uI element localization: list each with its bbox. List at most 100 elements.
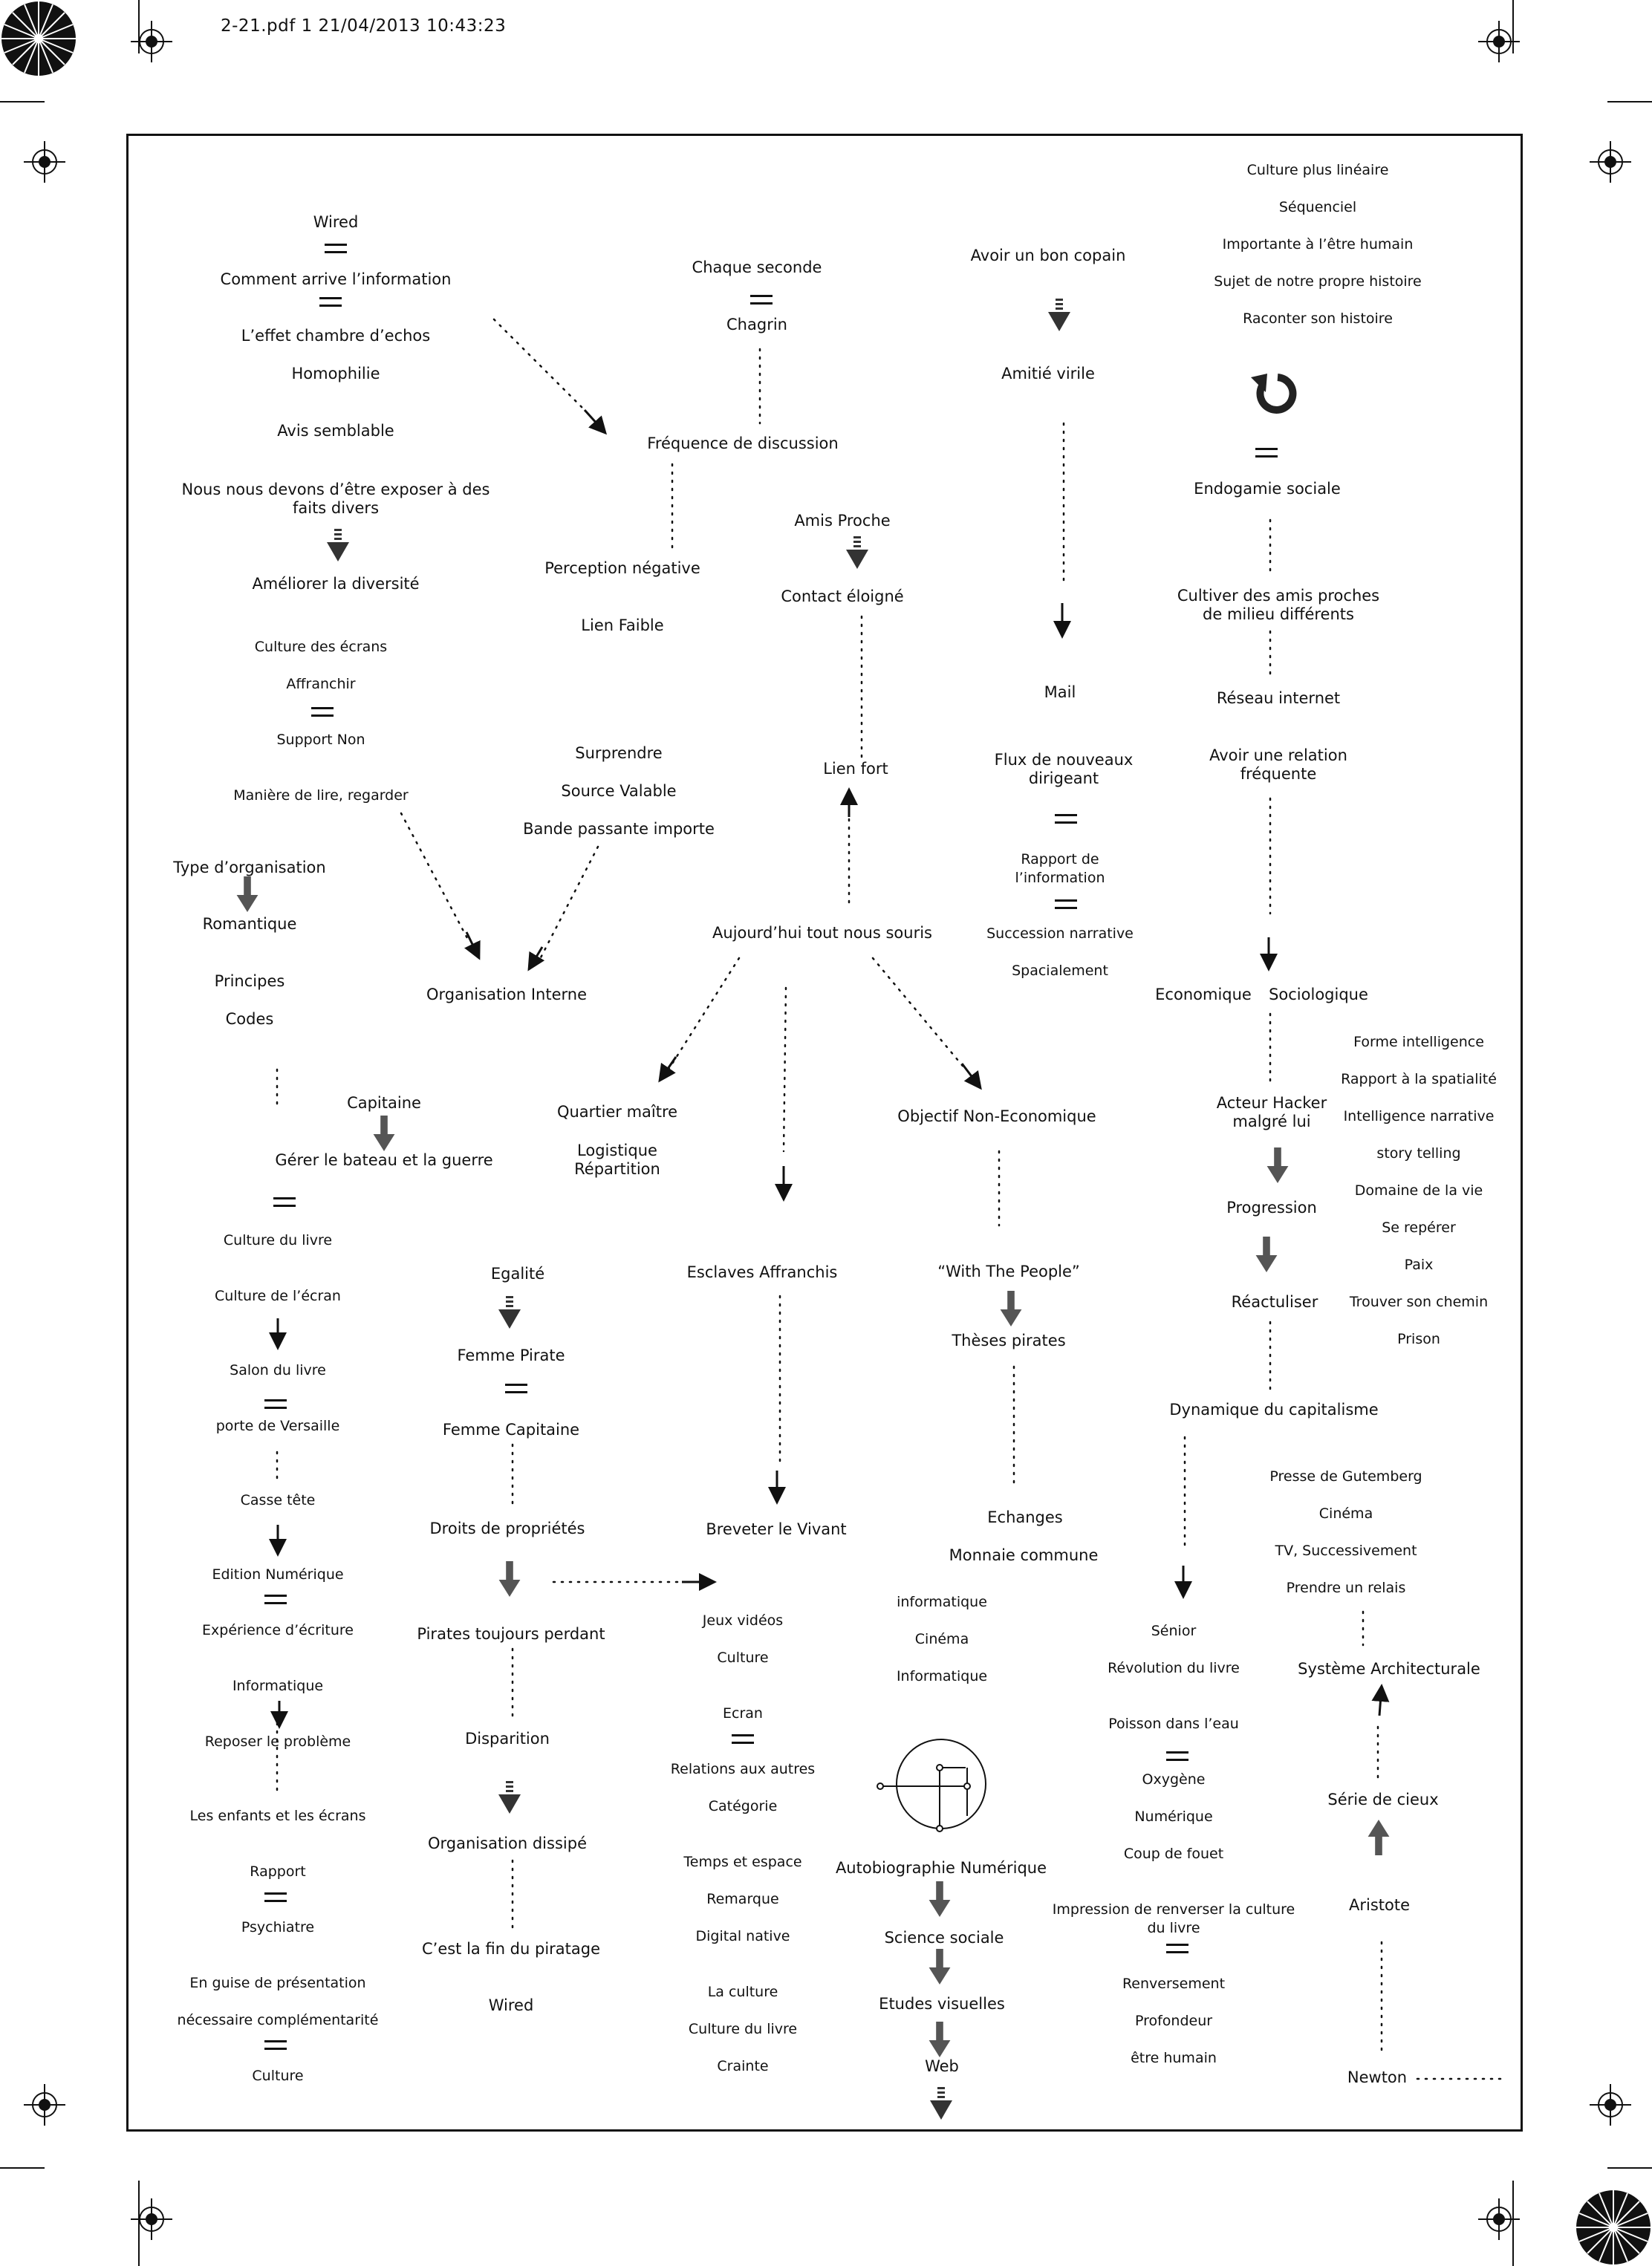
- node-mail: Mail: [1044, 683, 1076, 701]
- node-gerer-bateau: Gérer le bateau et la guerre: [275, 1150, 493, 1169]
- node-capitaine: Capitaine: [347, 1093, 421, 1112]
- node-culture-livre: Culture du livre: [223, 1232, 333, 1249]
- refresh-cycle-icon: [1251, 374, 1297, 414]
- node-oxygene: Oxygène: [1142, 1771, 1206, 1788]
- node-poisson-eau: Poisson dans l’eau: [1108, 1716, 1239, 1733]
- node-malgre-lui: malgré lui: [1232, 1112, 1311, 1130]
- node-perception-negative: Perception négative: [544, 559, 700, 577]
- node-coup-fouet: Coup de fouet: [1123, 1846, 1224, 1863]
- node-femme-pirate: Femme Pirate: [457, 1346, 565, 1364]
- node-logistique: Logistique: [577, 1141, 657, 1159]
- registration-mark-icon: [1478, 21, 1520, 62]
- node-egalite: Egalité: [490, 1264, 545, 1283]
- node-culture-final: Culture: [252, 2068, 304, 2085]
- node-culture-livre-mid: Culture du livre: [688, 2021, 798, 2038]
- node-ameliorer-diversite: Améliorer la diversité: [252, 574, 420, 593]
- node-cultiver-amis: Cultiver des amis proches: [1177, 586, 1380, 605]
- node-profondeur: Profondeur: [1134, 2013, 1213, 2030]
- node-type-organisation: Type d’organisation: [173, 858, 326, 876]
- node-romantique: Romantique: [202, 914, 297, 933]
- connector-wired-frequence: [492, 318, 588, 414]
- node-domaine-vie: Domaine de la vie: [1354, 1182, 1483, 1199]
- node-porte-versaille: porte de Versaille: [215, 1418, 340, 1435]
- node-reactuliser: Réactuliser: [1231, 1292, 1318, 1311]
- equals-signs: [264, 244, 1278, 2050]
- node-endogamie-sociale: Endogamie sociale: [1194, 479, 1341, 498]
- node-organisation-dissipe: Organisation dissipé: [428, 1834, 587, 1852]
- node-femme-capitaine: Femme Capitaine: [442, 1420, 580, 1439]
- node-ecran: Ecran: [723, 1705, 763, 1722]
- compass-diagram-icon: [877, 1739, 986, 1832]
- node-la-culture: La culture: [707, 1984, 778, 2001]
- arrow-to-systeme: [1371, 1684, 1390, 1716]
- connector-bande-organisation: [537, 845, 599, 963]
- node-chaque-seconde: Chaque seconde: [692, 258, 822, 276]
- node-numerique: Numérique: [1134, 1808, 1213, 1826]
- node-cinema-right: Cinéma: [1318, 1505, 1373, 1523]
- node-temps-espace: Temps et espace: [683, 1854, 802, 1871]
- node-echanges: Echanges: [987, 1508, 1063, 1526]
- node-presse-gutemberg: Presse de Gutemberg: [1269, 1468, 1422, 1485]
- connector-aujourdhui-quartier: [667, 957, 741, 1071]
- node-flux-nouveaux: Flux de nouveaux: [994, 750, 1134, 769]
- node-categorie: Catégorie: [708, 1798, 778, 1815]
- node-revolution-livre: Révolution du livre: [1108, 1660, 1240, 1677]
- node-succession-narrative: Succession narrative: [986, 925, 1134, 942]
- node-informatique-lower: informatique: [897, 1594, 987, 1611]
- node-theses-pirates: Thèses pirates: [952, 1331, 1066, 1349]
- node-complementarite: nécessaire complémentarité: [177, 2012, 379, 2029]
- node-amitie-virile: Amitié virile: [1001, 364, 1095, 382]
- node-impression-renverser: Impression de renverser la culture: [1052, 1901, 1295, 1918]
- node-maniere-lire: Manière de lire, regarder: [233, 787, 409, 804]
- node-forme-intelligence: Forme intelligence: [1353, 1034, 1484, 1051]
- node-science-sociale: Science sociale: [884, 1928, 1004, 1947]
- node-psychiatre: Psychiatre: [241, 1919, 315, 1936]
- node-cinema-mid: Cinéma: [914, 1631, 969, 1648]
- node-quartier-maitre: Quartier maître: [556, 1102, 678, 1121]
- node-systeme-architecturale: Système Architecturale: [1298, 1659, 1480, 1678]
- node-exposer: Nous nous devons d’être exposer à des: [181, 480, 490, 498]
- node-affranchir: Affranchir: [286, 676, 356, 693]
- node-importante-humain: Importante à l’être humain: [1222, 236, 1414, 253]
- arrow-to-quartier: [658, 1056, 677, 1083]
- node-casse-tete: Casse tête: [240, 1492, 316, 1509]
- registration-mark-icon: [131, 21, 172, 62]
- registration-mark-icon: [24, 141, 65, 183]
- node-digital-native: Digital native: [695, 1928, 790, 1945]
- node-comment-arrive: Comment arrive l’information: [220, 270, 452, 288]
- registration-mark-icon: [1590, 141, 1631, 183]
- node-senior: Sénior: [1151, 1623, 1197, 1640]
- node-faits-divers: faits divers: [292, 498, 380, 517]
- arrow-to-organisation-left: [464, 931, 481, 960]
- node-reseau-internet: Réseau internet: [1216, 688, 1341, 707]
- registration-mark-icon: [1478, 2198, 1520, 2240]
- node-rapport-spatialite: Rapport à la spatialité: [1341, 1071, 1497, 1088]
- node-jeux-videos: Jeux vidéos: [702, 1612, 784, 1629]
- node-culture-lineaire: Culture plus linéaire: [1246, 162, 1389, 179]
- node-information: l’information: [1015, 870, 1105, 887]
- node-milieu-differents: de milieu différents: [1203, 605, 1354, 623]
- node-wired-bottom: Wired: [488, 1996, 534, 2014]
- node-relations-autres: Relations aux autres: [670, 1761, 816, 1778]
- node-rapport: Rapport: [250, 1863, 306, 1881]
- node-intelligence-narrative: Intelligence narrative: [1343, 1108, 1495, 1125]
- node-culture-ecran: Culture de l’écran: [215, 1288, 341, 1305]
- node-monnaie-commune: Monnaie commune: [949, 1546, 1099, 1564]
- node-contact-eloigne: Contact éloigné: [781, 587, 904, 605]
- node-edition-numerique: Edition Numérique: [212, 1566, 344, 1583]
- node-support-non: Support Non: [276, 732, 365, 749]
- node-aristote: Aristote: [1348, 1895, 1411, 1914]
- node-economique: Economique: [1155, 985, 1252, 1003]
- node-with-the-people: “With The People”: [937, 1262, 1080, 1280]
- registration-mark-icon: [24, 2084, 65, 2126]
- node-principes: Principes: [214, 971, 285, 990]
- node-frequence-discussion: Fréquence de discussion: [647, 434, 839, 452]
- node-disparition: Disparition: [465, 1729, 550, 1748]
- node-acteur-hacker: Acteur Hacker: [1216, 1093, 1327, 1112]
- node-trouver-chemin: Trouver son chemin: [1349, 1294, 1489, 1311]
- node-sequenciel: Séquenciel: [1278, 199, 1357, 216]
- node-prison: Prison: [1397, 1331, 1440, 1348]
- node-homophilie: Homophilie: [291, 364, 380, 382]
- node-informatique-mid: Informatique: [896, 1668, 988, 1685]
